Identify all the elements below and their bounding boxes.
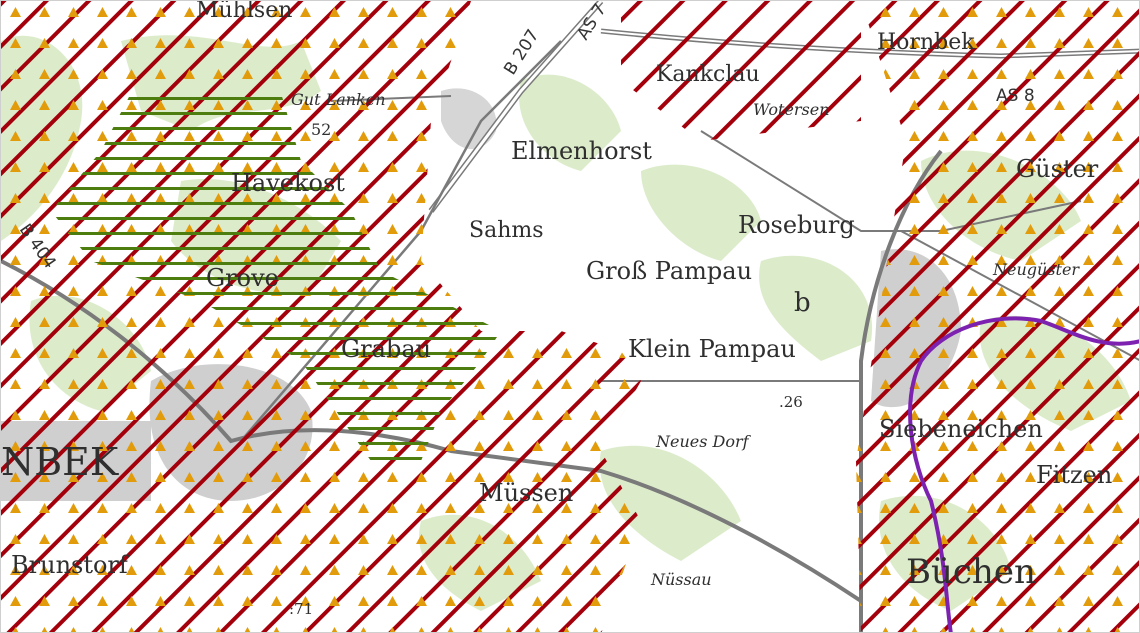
place-label-grove: Grove bbox=[206, 264, 279, 292]
place-label-hornbek: Hornbek bbox=[877, 30, 975, 55]
place-label-siebeneichen: Siebeneichen bbox=[879, 415, 1043, 443]
place-label-grabau: Grabau bbox=[341, 335, 431, 363]
place-label-elmenhorst: Elmenhorst bbox=[511, 137, 652, 165]
place-label-roseburg: Roseburg bbox=[738, 211, 855, 239]
road-label-as8: AS 8 bbox=[996, 86, 1035, 106]
boundary-line bbox=[908, 316, 1139, 632]
road-label-as7: AS 7 bbox=[573, 1, 610, 44]
place-label-gross-pampau: Groß Pampau bbox=[586, 257, 752, 285]
red-hatch-zone-north bbox=[621, 1, 861, 141]
place-label-guster: Güster bbox=[1016, 155, 1099, 183]
elevation-label-52: 52 bbox=[311, 120, 331, 139]
place-label-kankelau: Kankclau bbox=[656, 62, 760, 87]
elevation-label-26: .26 bbox=[779, 393, 803, 411]
elevation-label-71: :71 bbox=[289, 600, 313, 618]
place-label-fitzen: Fitzen bbox=[1036, 461, 1112, 489]
place-label-klein-pampau: Klein Pampau bbox=[628, 335, 796, 363]
place-label-nussau: Nüssau bbox=[650, 570, 712, 589]
place-label-buchen: Büchen bbox=[906, 552, 1036, 592]
place-label-neuguster: Neugüster bbox=[992, 260, 1080, 279]
place-label-nbek: NBEK bbox=[1, 440, 119, 484]
place-label-havekost: Havekost bbox=[231, 169, 345, 197]
map-letter-b: b bbox=[794, 288, 811, 318]
place-label-gut-lanken: Gut Lanken bbox=[291, 90, 386, 109]
place-label-brunstorf: Brunstorf bbox=[11, 551, 130, 579]
place-label-sahms: Sahms bbox=[469, 218, 544, 243]
place-label-muhlsen: Mühlsen bbox=[196, 1, 292, 23]
place-label-neues-dorf: Neues Dorf bbox=[655, 432, 752, 451]
place-label-mussen: Müssen bbox=[479, 479, 573, 507]
green-hatch-zone bbox=[51, 93, 501, 461]
place-label-wotersen: Wotersen bbox=[753, 100, 830, 119]
